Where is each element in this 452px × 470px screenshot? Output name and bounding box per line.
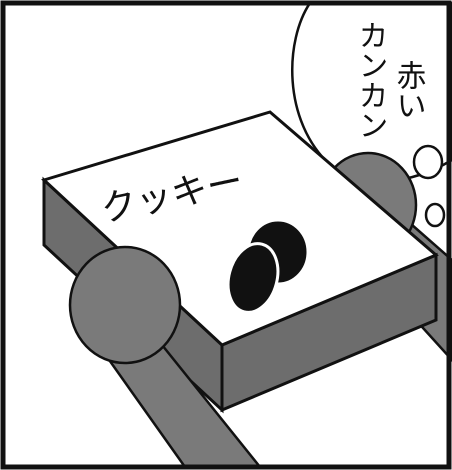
speech-line-1: 赤い: [391, 60, 426, 120]
left-hand: [68, 245, 263, 469]
bubble-tail-small: [424, 202, 446, 228]
bubble-tail-large: [412, 144, 444, 180]
thought-bubble: 赤い カンカン: [291, 1, 452, 228]
cookie-front: [226, 242, 280, 314]
speech-line-2: カンカン: [353, 20, 388, 140]
